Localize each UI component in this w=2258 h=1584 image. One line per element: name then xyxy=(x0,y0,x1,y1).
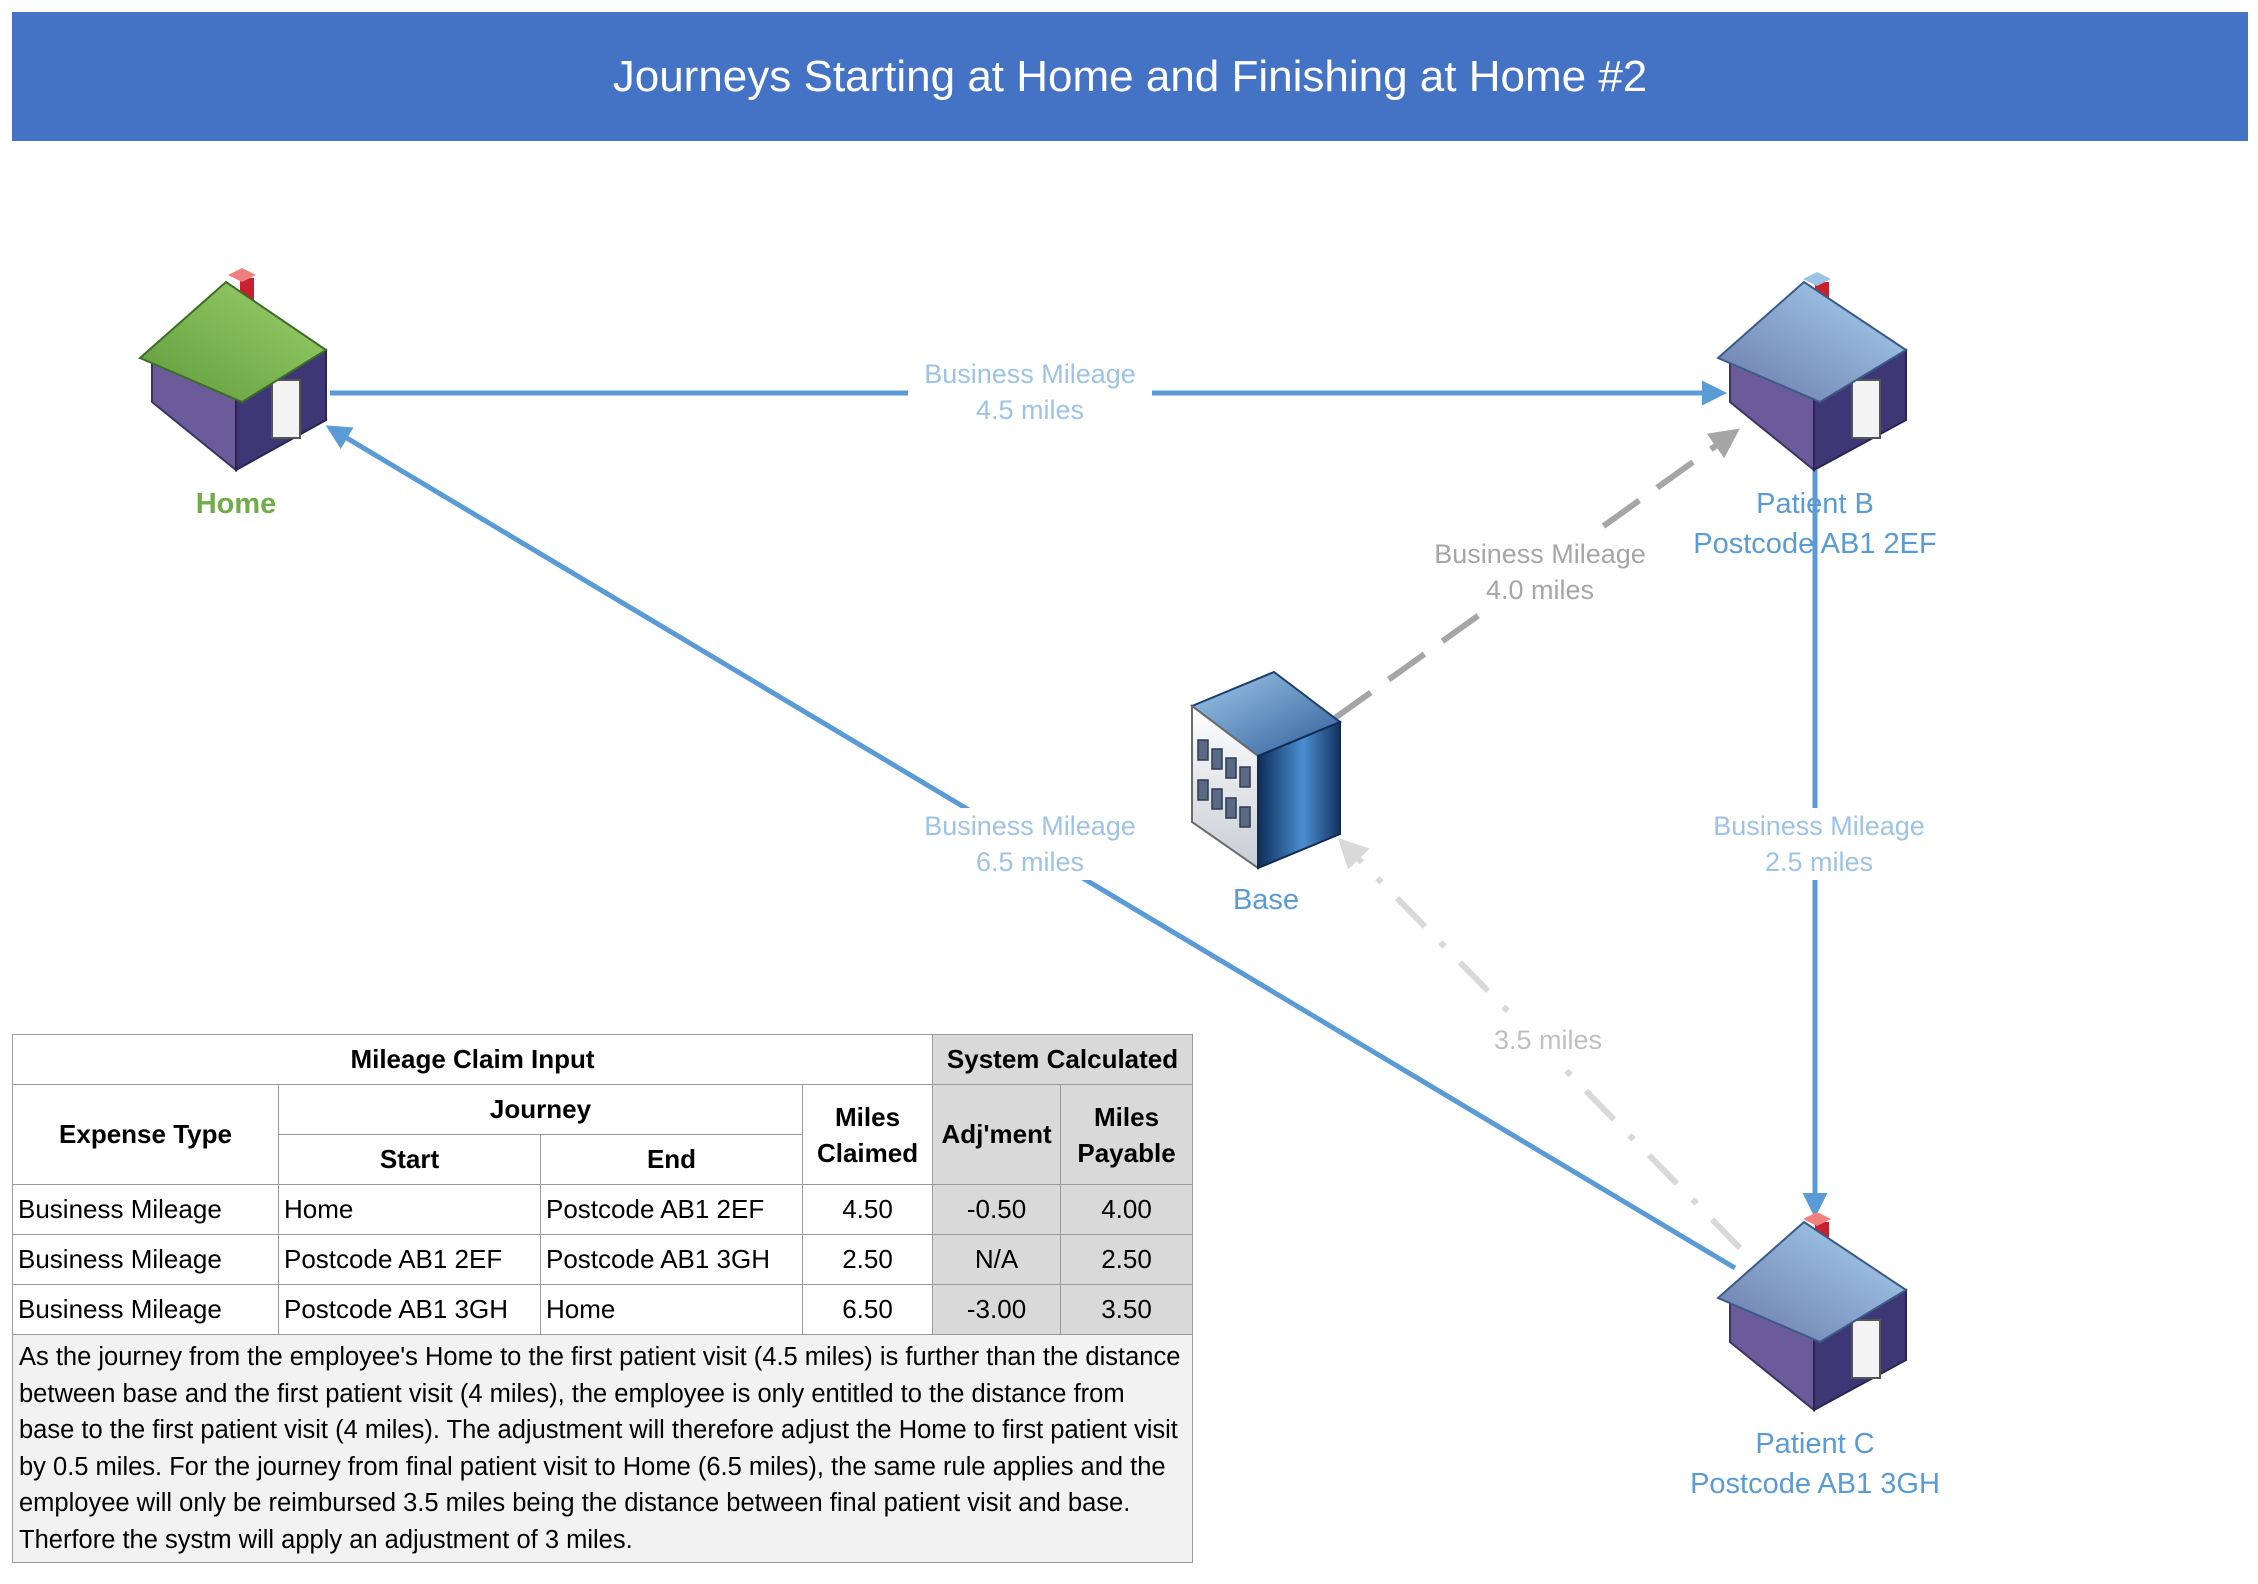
patient-c-postcode: Postcode AB1 3GH xyxy=(1690,1468,1940,1500)
cell-end: Postcode AB1 2EF xyxy=(540,1184,803,1235)
header-adjustment: Adj'ment xyxy=(932,1084,1062,1185)
cell-miles-payable: 4.00 xyxy=(1060,1184,1194,1235)
edge-label-c-to-home-type: Business Mileage xyxy=(924,811,1136,841)
title-text: Journeys Starting at Home and Finishing … xyxy=(612,51,1648,101)
base-label: Base xyxy=(1166,880,1366,920)
edge-label-home-to-b-miles: 4.5 miles xyxy=(975,395,1085,425)
header-miles-payable-line2: Payable xyxy=(1077,1137,1176,1168)
edge-label-b-to-c-miles: 2.5 miles xyxy=(1764,847,1874,877)
patient-b-label: Patient B Postcode AB1 2EF xyxy=(1650,484,1980,564)
cell-adjustment: N/A xyxy=(932,1234,1062,1285)
edge-label-b-to-c: Business Mileage 2.5 miles xyxy=(1697,808,1941,880)
cell-end: Home xyxy=(540,1284,803,1335)
edge-label-base-to-b: Business Mileage 4.0 miles xyxy=(1418,536,1662,608)
cell-start: Home xyxy=(278,1184,541,1235)
cell-miles-payable: 3.50 xyxy=(1060,1284,1194,1335)
header-miles-claimed-line1: Miles xyxy=(835,1101,901,1132)
cell-miles-claimed: 6.50 xyxy=(801,1284,934,1335)
cell-miles-claimed: 4.50 xyxy=(801,1184,934,1235)
patient-b-postcode: Postcode AB1 2EF xyxy=(1693,528,1937,560)
header-miles-claimed: Miles Claimed xyxy=(801,1084,934,1185)
table-header-row-1: Expense Type Journey Miles Claimed Adj'm… xyxy=(12,1084,1194,1185)
table-row: Business Mileage Postcode AB1 3GH Home 6… xyxy=(12,1284,1194,1335)
edge-label-c-to-base-miles: 3.5 miles xyxy=(1493,1025,1603,1055)
cell-start: Postcode AB1 2EF xyxy=(278,1234,541,1285)
group-header-system: System Calculated xyxy=(932,1034,1194,1085)
edge-label-base-to-b-type: Business Mileage xyxy=(1434,539,1646,569)
cell-miles-payable: 2.50 xyxy=(1060,1234,1194,1285)
patient-b-house-icon xyxy=(1716,272,1908,473)
header-miles-payable-line1: Miles xyxy=(1094,1101,1160,1132)
header-miles-payable: Miles Payable xyxy=(1060,1084,1194,1185)
table-row: Business Mileage Postcode AB1 2EF Postco… xyxy=(12,1234,1194,1285)
home-label-text: Home xyxy=(195,488,277,520)
table-group-header-row: Mileage Claim Input System Calculated xyxy=(11,1034,1194,1085)
edge-label-b-to-c-type: Business Mileage xyxy=(1713,811,1925,841)
edge-label-c-to-home: Business Mileage 6.5 miles xyxy=(908,808,1152,880)
edge-label-c-to-home-miles: 6.5 miles xyxy=(975,847,1085,877)
header-expense-type: Expense Type xyxy=(12,1084,279,1185)
edge-label-home-to-b: Business Mileage 4.5 miles xyxy=(908,356,1152,428)
cell-expense-type: Business Mileage xyxy=(12,1234,279,1285)
patient-c-name: Patient C xyxy=(1755,1428,1875,1460)
cell-expense-type: Business Mileage xyxy=(12,1184,279,1235)
cell-start: Postcode AB1 3GH xyxy=(278,1284,541,1335)
edge-label-c-to-base: 3.5 miles xyxy=(1474,1022,1622,1058)
mileage-claim-table: Mileage Claim Input System Calculated Ex… xyxy=(11,1034,1194,1563)
header-journey: Journey xyxy=(278,1084,803,1135)
table-note-row: As the journey from the employee's Home … xyxy=(11,1334,1194,1563)
cell-miles-claimed: 2.50 xyxy=(801,1234,934,1285)
base-label-text: Base xyxy=(1232,884,1300,916)
cell-expense-type: Business Mileage xyxy=(12,1284,279,1335)
home-label: Home xyxy=(136,484,336,524)
base-building-icon xyxy=(1190,670,1342,870)
table-header-row-2: Start End xyxy=(13,1134,1193,1185)
patient-c-label: Patient C Postcode AB1 3GH xyxy=(1650,1424,1980,1504)
table-row: Business Mileage Home Postcode AB1 2EF 4… xyxy=(12,1184,1194,1235)
cell-adjustment: -0.50 xyxy=(932,1184,1062,1235)
patient-c-house-icon xyxy=(1716,1212,1908,1413)
header-end: End xyxy=(540,1134,803,1185)
group-header-input: Mileage Claim Input xyxy=(11,1034,934,1085)
patient-b-name: Patient B xyxy=(1756,488,1874,520)
page-title: Journeys Starting at Home and Finishing … xyxy=(12,12,2248,141)
edge-label-home-to-b-type: Business Mileage xyxy=(924,359,1136,389)
header-start: Start xyxy=(278,1134,541,1185)
cell-adjustment: -3.00 xyxy=(932,1284,1062,1335)
cell-end: Postcode AB1 3GH xyxy=(540,1234,803,1285)
explanation-note: As the journey from the employee's Home … xyxy=(11,1334,1194,1563)
header-miles-claimed-line2: Claimed xyxy=(816,1137,919,1168)
home-house-icon xyxy=(138,268,328,473)
edge-base-to-b xyxy=(1333,428,1740,721)
edge-label-base-to-b-miles: 4.0 miles xyxy=(1485,575,1595,605)
